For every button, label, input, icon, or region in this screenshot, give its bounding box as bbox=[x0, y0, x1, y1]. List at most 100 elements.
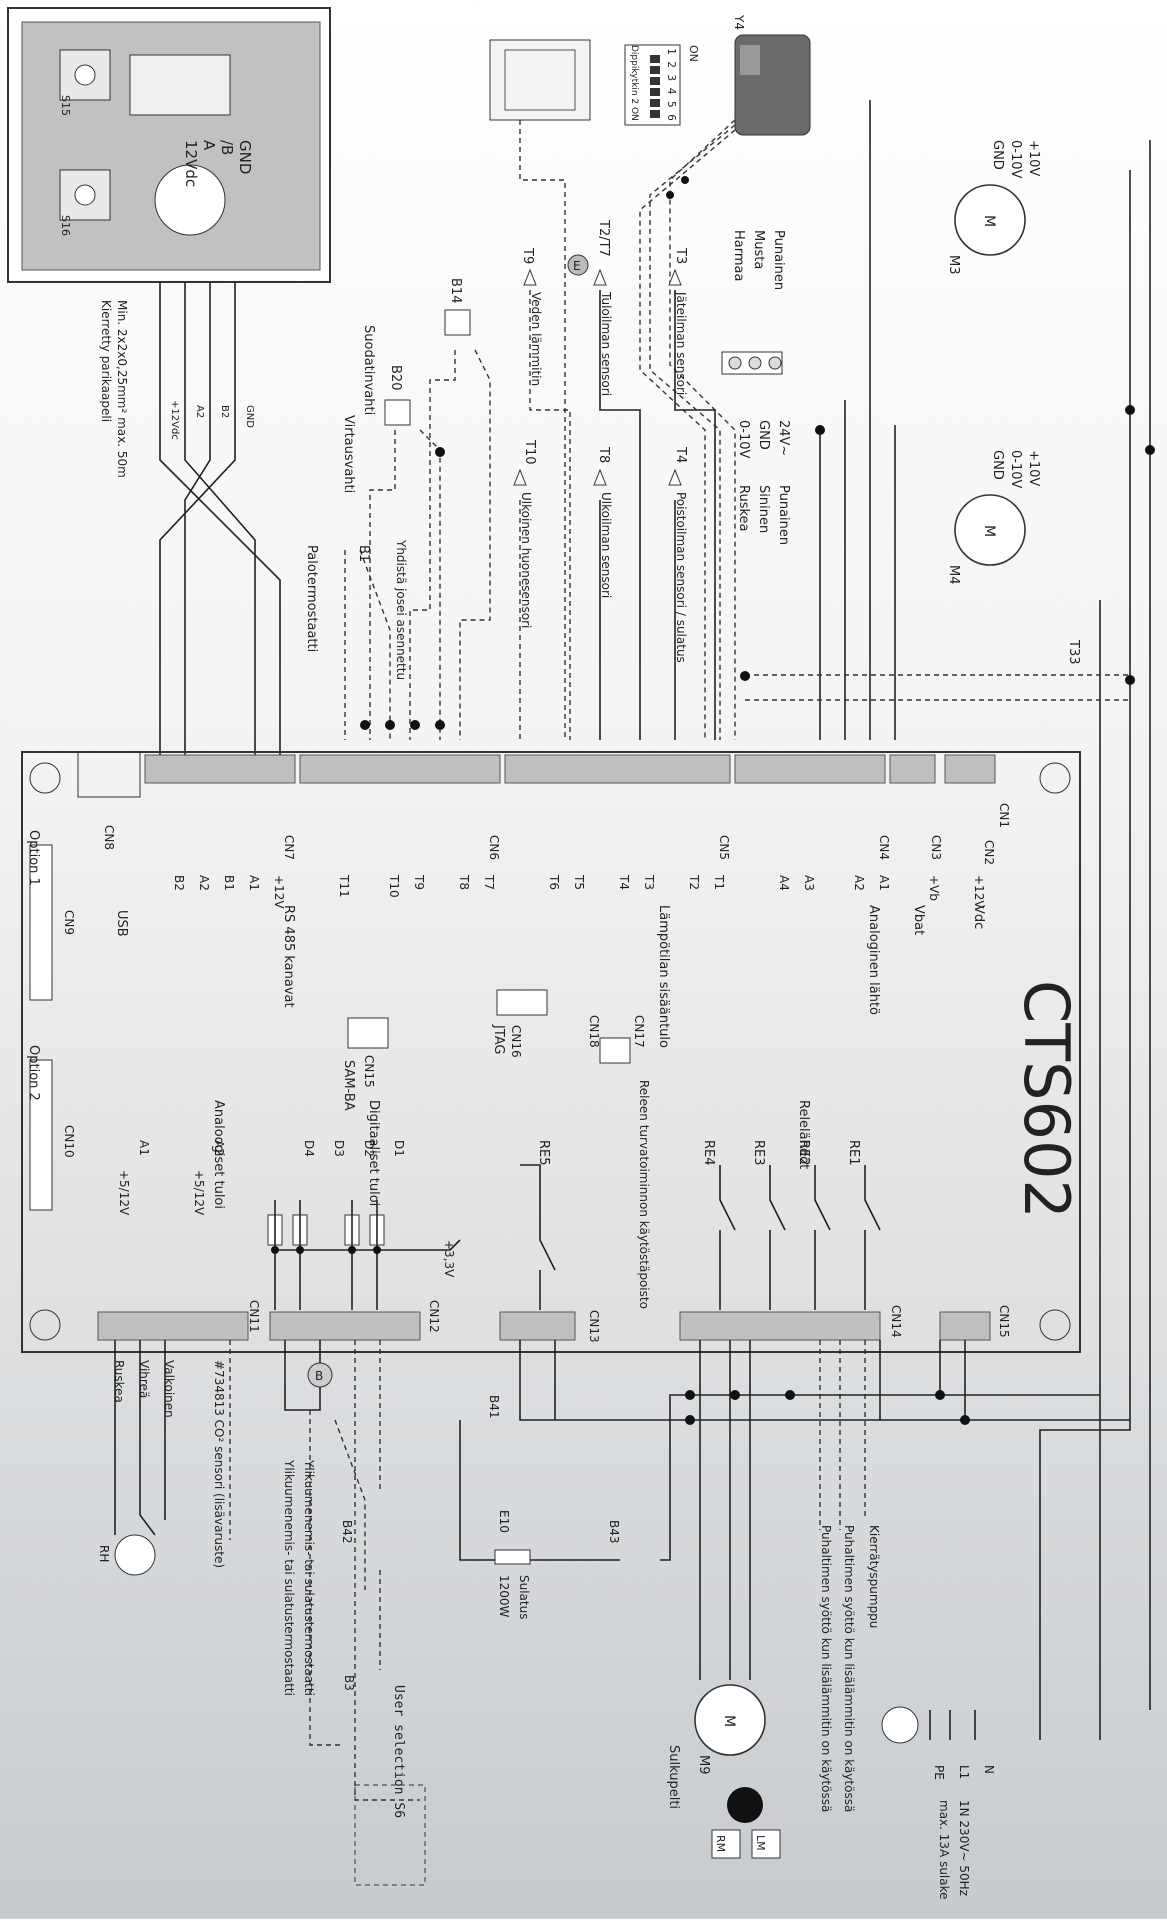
cn7-pin-a2: A2 bbox=[197, 875, 211, 891]
thermo1-label: Ylikuumenemis- tai sulatustermostaatti bbox=[302, 1459, 316, 1696]
relay-outputs-label: Relelähdöt bbox=[796, 1100, 811, 1169]
cn17-label: CN17 bbox=[632, 1015, 646, 1048]
damper-color2-sininen: Sininen bbox=[756, 485, 771, 533]
m4-m: M bbox=[981, 525, 997, 537]
e-mark: E bbox=[573, 259, 581, 273]
m4-label: M4 bbox=[946, 565, 961, 585]
m4-pin-0-10v: 0-10V bbox=[1008, 450, 1023, 489]
thermo2-label: Ylikuumenemis- tai sulatustermostaatti bbox=[282, 1459, 296, 1696]
heater-e10-icon bbox=[494, 1549, 531, 1565]
cn3-label: CN3 bbox=[929, 835, 943, 860]
power-pe: PE bbox=[932, 1765, 946, 1780]
cn5-label: CN5 bbox=[717, 835, 731, 860]
b1-label: B1 bbox=[356, 545, 371, 562]
damper-wires bbox=[519, 119, 736, 740]
relay-labels: RE1 RE2 RE3 RE4 RE5 bbox=[536, 1140, 861, 1166]
usb-label: USB bbox=[114, 910, 129, 937]
cn6-pin-t11: T11 bbox=[337, 874, 351, 898]
digital-input-labels: D1 D2 D3 D4 +3,3V bbox=[302, 1140, 456, 1278]
e-mark-icon bbox=[567, 254, 589, 276]
fire-label: Palotermostaatti bbox=[304, 545, 319, 652]
m4-motor-icon bbox=[954, 494, 1026, 566]
e10-label: E10 bbox=[497, 1510, 511, 1533]
rm-box-icon bbox=[711, 1829, 741, 1859]
cn5-pin-t2: T2 bbox=[687, 874, 701, 890]
analog-out-label: Analoginen lähtö bbox=[866, 905, 881, 1015]
b-mark-icon bbox=[307, 1362, 333, 1388]
cn2-label: CN2 bbox=[982, 840, 996, 865]
lm-box-icon bbox=[751, 1829, 781, 1859]
relay-contacts bbox=[520, 1164, 881, 1310]
co2-label: #734813 CO² sensori (lisävaruste) bbox=[212, 1360, 226, 1568]
option2-header-icon bbox=[29, 1059, 53, 1211]
sensor-wires bbox=[519, 290, 716, 740]
damper-signal-24v: 24V~ bbox=[776, 420, 791, 456]
m3-pins: +10V 0-10V GND bbox=[990, 140, 1041, 179]
t8-name: Ulkoilman sensori bbox=[599, 492, 613, 598]
rm-label: RM bbox=[714, 1835, 727, 1852]
cable-line1: Min. 2x2x0,25mm² max. 50m bbox=[115, 300, 129, 478]
cn5-pin-t1: T1 bbox=[712, 874, 726, 890]
t3-name: Jäteilman sensori bbox=[674, 291, 688, 395]
sensor-icons bbox=[513, 254, 682, 486]
b14-switch-icon bbox=[444, 309, 471, 336]
option1-label: Option 1 bbox=[26, 830, 41, 886]
filter-label: Suodatinvahti bbox=[361, 325, 376, 415]
t9-label: T9 bbox=[520, 247, 535, 264]
cn4-pin-a3: A3 bbox=[802, 875, 816, 891]
top-terminal-strips bbox=[144, 754, 996, 784]
rh-color-vihrea: Vihreä bbox=[137, 1360, 151, 1398]
relay-load-1: Kierrätyspumppu bbox=[867, 1525, 881, 1628]
damper-colors-top: Punainen Musta Harmaa bbox=[731, 230, 786, 290]
relay-safety-label: Releen turvatoiminnon käytöstäpoisto bbox=[637, 1080, 651, 1309]
user-selection-box bbox=[354, 1784, 426, 1886]
cn9-label: CN9 bbox=[62, 910, 76, 935]
sulkupelti-label: Sulkupelti bbox=[666, 1745, 681, 1809]
panel-labels: GND /B A 12Vdc bbox=[182, 140, 254, 187]
panel-label-a: A bbox=[200, 140, 218, 151]
vdc-label: Vdc bbox=[971, 905, 986, 929]
m4-pins: +10V 0-10V GND bbox=[990, 450, 1041, 489]
cn4-pin-labels: A1 A2 A3 A4 bbox=[777, 875, 891, 891]
bottom-wires bbox=[459, 1340, 1130, 1740]
control-module-icon bbox=[489, 39, 591, 121]
cn5-pin-t4: T4 bbox=[617, 874, 631, 890]
cable-line2: Kierretty parikaapeli bbox=[99, 300, 113, 422]
analog-inputs-label: Analoogiset tuloi bbox=[211, 1100, 226, 1209]
cn5-pin-t3: T3 bbox=[642, 874, 656, 890]
power-n: N bbox=[982, 1765, 996, 1774]
s16-label: S16 bbox=[59, 215, 72, 236]
cn1-label: CN1 bbox=[997, 803, 1011, 828]
rh-color-ruskea: Ruskea bbox=[112, 1360, 126, 1403]
analog-input-labels: A2 A1 +5/12V +5/12V bbox=[117, 1140, 226, 1216]
temp-inputs-label: Lämpötilan sisääntulo bbox=[656, 905, 671, 1048]
din-d1: D1 bbox=[392, 1140, 406, 1157]
cn8-label: CN8 bbox=[102, 825, 116, 850]
relay-re2: RE2 bbox=[796, 1140, 811, 1166]
cn6-pin-t8: T8 bbox=[457, 874, 471, 890]
cable-wire-gnd: GND bbox=[244, 405, 255, 428]
damper-color-harmaa: Harmaa bbox=[731, 230, 746, 281]
flow-label: Virtausvahti bbox=[341, 415, 356, 493]
panel-label-gnd: GND bbox=[236, 140, 254, 174]
cn7-pin-12v: +12V bbox=[272, 875, 286, 909]
cn7-pin-b1: B1 bbox=[222, 875, 236, 891]
cn4-pin-a4: A4 bbox=[777, 875, 791, 891]
cn6-pin-t10: T10 bbox=[387, 874, 401, 898]
sam-ba-label: SAM-BA bbox=[341, 1060, 356, 1111]
board-hole-br bbox=[1039, 1309, 1071, 1341]
dip-on-label: ON bbox=[687, 45, 700, 62]
motor-m3 bbox=[954, 184, 1026, 256]
ain-a1: A1 bbox=[137, 1140, 151, 1156]
cable-wire-a2: A2 bbox=[194, 405, 205, 418]
cn4-pin-a1: A1 bbox=[877, 875, 891, 891]
panel-connector-icon bbox=[129, 54, 231, 116]
dip-nums: 1 2 3 4 5 6 bbox=[665, 48, 678, 121]
rs485-label: RS 485 kanavat bbox=[281, 905, 296, 1008]
cn18-label: CN18 bbox=[587, 1015, 601, 1048]
panel-label-b: /B bbox=[218, 140, 236, 155]
cn4-pin-a2: A2 bbox=[852, 875, 866, 891]
t4-name: Poistoilman sensori / sulatus bbox=[674, 492, 688, 663]
y4-label: Y4 bbox=[732, 14, 746, 30]
m3-motor-icon bbox=[954, 184, 1026, 256]
